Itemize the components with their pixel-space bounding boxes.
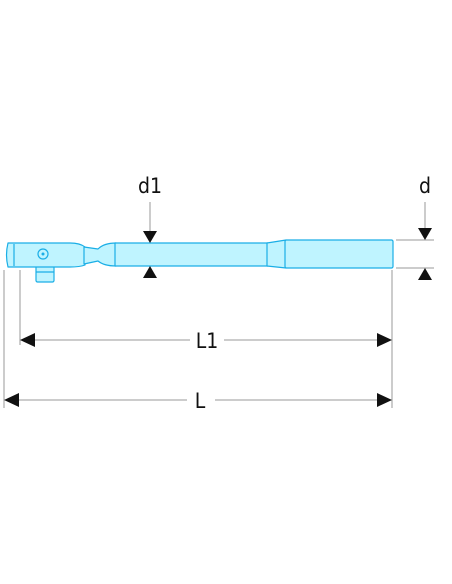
d-arrow-top xyxy=(418,228,432,240)
dimension-d1: d1 xyxy=(138,174,162,278)
wide-sleeve xyxy=(284,239,394,269)
shaft-taper xyxy=(266,239,287,269)
dimension-d: d xyxy=(418,174,432,280)
L-arrow-left xyxy=(4,393,19,407)
L-label: L xyxy=(195,389,206,413)
L1-arrow-left xyxy=(20,333,35,347)
d1-arrow-top xyxy=(143,231,157,243)
dimension-L1: L1 xyxy=(20,329,392,353)
extension-lines xyxy=(3,239,434,408)
d-arrow-bottom xyxy=(418,268,432,280)
thin-shaft xyxy=(114,242,269,267)
d1-label: d1 xyxy=(138,174,162,198)
L1-arrow-right xyxy=(377,333,392,347)
release-button-center xyxy=(41,252,45,256)
tool-drawing xyxy=(5,239,394,283)
L1-label: L1 xyxy=(196,329,219,353)
head-neck xyxy=(83,242,117,267)
dimension-L: L xyxy=(4,389,392,413)
L-arrow-right xyxy=(377,393,392,407)
d1-arrow-bottom xyxy=(143,266,157,278)
d-label: d xyxy=(419,174,431,198)
